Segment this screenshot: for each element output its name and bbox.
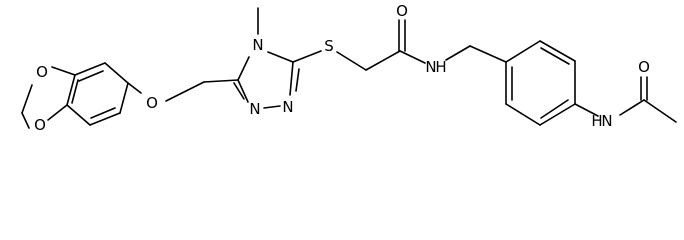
bond (643, 99, 677, 123)
bond (399, 50, 426, 64)
bond (469, 45, 507, 63)
bond (539, 103, 576, 126)
molecule-structure: O O O N N N S O N H N H O (21, 2, 677, 134)
bond (619, 99, 645, 116)
bond (505, 40, 541, 63)
atom-o-acetyl: O (638, 58, 650, 76)
atom-o-dioxole-top: O (36, 63, 48, 81)
bond (89, 112, 121, 126)
bond (78, 70, 104, 82)
bond (119, 82, 129, 114)
atom-h-amide: H (435, 58, 446, 76)
bond (237, 79, 249, 103)
atom-n-acetamide: N (601, 112, 612, 130)
bond (505, 103, 541, 126)
bond (289, 61, 294, 96)
atom-n2-triazole: N (249, 100, 260, 118)
bond (104, 62, 129, 84)
bond (51, 66, 76, 76)
bond (539, 40, 576, 62)
atom-o-carbonyl: O (396, 2, 408, 20)
atom-n1-triazole: N (282, 98, 293, 116)
atom-o-ether: O (146, 94, 158, 112)
bond (540, 99, 569, 119)
bond (21, 84, 33, 114)
bond (21, 112, 30, 129)
bond (127, 82, 142, 94)
atom-o-dioxole-bottom: O (34, 116, 46, 134)
atom-h-acetamide: H (591, 112, 602, 130)
bond (165, 81, 205, 102)
bond (365, 50, 401, 71)
bonds (21, 7, 677, 129)
bond (66, 74, 76, 106)
bond (292, 50, 322, 63)
bond (540, 47, 570, 65)
bond (47, 104, 68, 121)
atom-n-amide: N (425, 58, 436, 76)
bond (74, 62, 106, 76)
atom-n4-triazole: N (252, 36, 263, 54)
bond (66, 104, 91, 126)
bond (90, 107, 116, 119)
bond (203, 79, 239, 83)
bond (574, 103, 599, 117)
bond (263, 105, 281, 109)
bond (267, 51, 294, 63)
bond (71, 79, 79, 104)
bond (237, 56, 250, 81)
atom-s-thioether: S (324, 37, 334, 55)
bond (233, 82, 245, 100)
bond (295, 68, 300, 92)
atom-labels: O O O N N N S O N H N H O (34, 2, 650, 134)
bond (445, 45, 471, 61)
bond (336, 51, 367, 71)
